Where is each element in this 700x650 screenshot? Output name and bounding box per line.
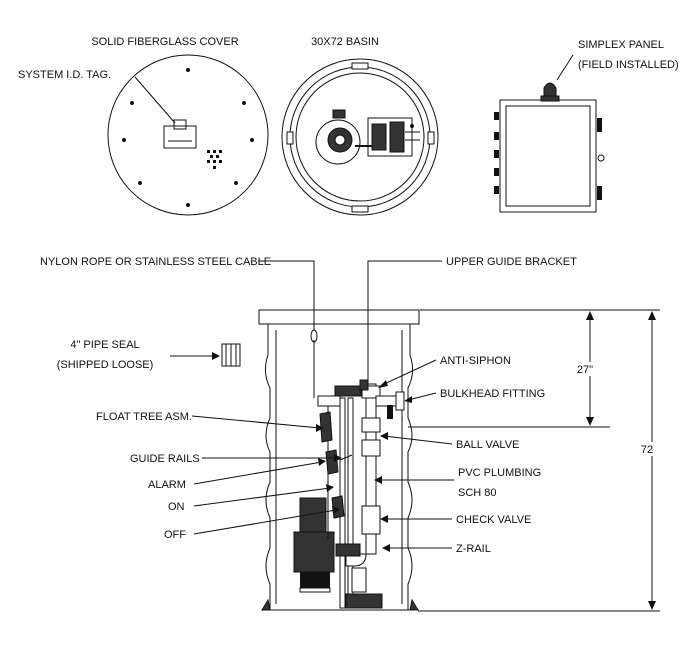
- guide-rails-label: GUIDE RAILS: [130, 453, 200, 465]
- basin-section: [258, 309, 420, 611]
- basin-height-label: 72: [641, 444, 653, 456]
- inlet-depth-label: 27": [577, 364, 593, 376]
- pvc-plumbing: [345, 379, 405, 593]
- anti-siphon-label: ANTI-SIPHON: [440, 355, 511, 367]
- fiberglass-cover: [107, 54, 269, 216]
- off-label: OFF: [164, 529, 186, 541]
- check-valve-label: CHECK VALVE: [456, 514, 531, 526]
- on-label: ON: [168, 501, 185, 513]
- dimension-lines: [408, 309, 660, 612]
- section-pump: [293, 497, 383, 609]
- pipe-seal: [221, 343, 241, 367]
- dim-72-gap: [640, 442, 666, 456]
- panel-leader: [556, 54, 574, 81]
- basin-pump: [315, 109, 361, 165]
- rope-label: NYLON ROPE OR STAINLESS STEEL CABLE: [40, 256, 271, 268]
- system-id-tag: [163, 119, 197, 149]
- pvc-label-line2: SCH 80: [458, 487, 497, 499]
- panel-label-line2: (FIELD INSTALLED): [578, 59, 679, 71]
- dim-27-gap: [578, 362, 606, 376]
- float-tree-label: FLOAT TREE ASM.: [96, 411, 192, 423]
- pipe-seal-label-line2: (SHIPPED LOOSE): [57, 359, 154, 371]
- zrail-label: Z-RAIL: [456, 543, 491, 555]
- upper-guide-label: UPPER GUIDE BRACKET: [446, 256, 577, 268]
- upper-guide-bracket: [334, 385, 362, 397]
- alarm-label: ALARM: [148, 479, 186, 491]
- basin-top-view: [281, 58, 439, 216]
- system-tag-label: SYSTEM I.D. TAG.: [18, 69, 111, 81]
- cover-logo-mark: [207, 150, 222, 169]
- panel-label-line1: SIMPLEX PANEL: [578, 39, 664, 51]
- pipe-seal-label-line1: 4" PIPE SEAL: [70, 339, 139, 351]
- bulkhead-label: BULKHEAD FITTING: [440, 388, 545, 400]
- basin-piping: [355, 117, 420, 157]
- cover-label: SOLID FIBERGLASS COVER: [91, 36, 238, 48]
- simplex-panel: [494, 82, 605, 213]
- system-tag-leader: [134, 76, 176, 124]
- ball-valve-label: BALL VALVE: [456, 439, 519, 451]
- basin-label: 30X72 BASIN: [311, 36, 379, 48]
- pvc-label-line1: PVC PLUMBING: [458, 467, 541, 479]
- callout-leaders: [170, 260, 454, 552]
